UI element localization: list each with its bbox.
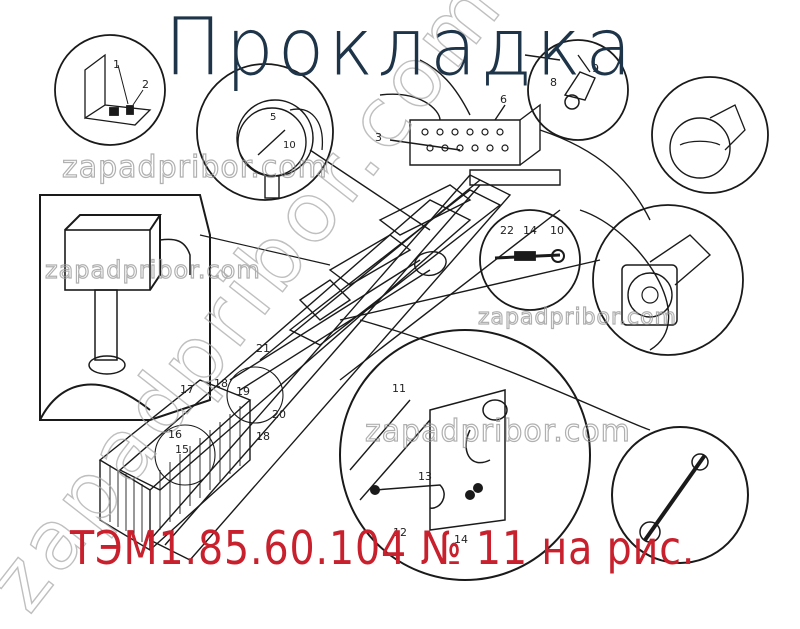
callout-label: 3 bbox=[375, 131, 382, 144]
callout-label: 1 bbox=[113, 58, 120, 71]
callout-label: 22 bbox=[500, 224, 514, 237]
detail-valve bbox=[611, 426, 749, 564]
callout-label: 11 bbox=[392, 382, 406, 395]
detail-fitting-top bbox=[479, 209, 581, 311]
detail-tube-assembly bbox=[339, 329, 591, 581]
detail-switch bbox=[527, 39, 629, 141]
callout-label: 20 bbox=[272, 408, 286, 421]
watermark: zapadpribor.com bbox=[477, 304, 677, 330]
callout-label: 8 bbox=[550, 76, 557, 89]
callout-label: 15 bbox=[175, 443, 189, 456]
callout-label: 16 bbox=[168, 428, 182, 441]
callout-label: 13 bbox=[418, 470, 432, 483]
page-title: Прокладка bbox=[164, 0, 636, 94]
technical-drawing bbox=[39, 34, 769, 581]
gauge-mark: 5 bbox=[270, 112, 277, 123]
watermark: zapadpribor.com bbox=[44, 255, 261, 284]
callout-label: 12 bbox=[393, 526, 407, 539]
callout-label: 18 bbox=[214, 377, 228, 390]
part-number-caption: ТЭМ1.85.60.104 № 11 на рис. bbox=[70, 521, 696, 575]
callout-label: 2 bbox=[142, 78, 149, 91]
callout-label: 21 bbox=[256, 342, 270, 355]
main-assembly bbox=[98, 54, 670, 561]
callout-label: 14 bbox=[523, 224, 537, 237]
callout-label: 17 bbox=[180, 383, 194, 396]
callout-label: 9 bbox=[592, 62, 599, 75]
detail-pressure-switch bbox=[39, 194, 211, 421]
callout-label: 6 bbox=[500, 93, 507, 106]
callout-label: 19 bbox=[236, 385, 250, 398]
callout-label: 14 bbox=[454, 533, 468, 546]
gauge-mark: 10 bbox=[283, 140, 296, 151]
watermark: zapadpribor.com bbox=[61, 149, 328, 185]
callout-label: 10 bbox=[550, 224, 564, 237]
callout-label: 18 bbox=[256, 430, 270, 443]
detail-pressure-gauge bbox=[196, 63, 334, 201]
diagram-stage: zapadpribor.com zapadpribor.com zapadpri… bbox=[0, 0, 769, 629]
watermark: zapadpribor.com bbox=[364, 413, 631, 449]
detail-bracket bbox=[54, 34, 166, 146]
detail-square-gauge bbox=[592, 204, 744, 356]
detail-dial-gauge bbox=[651, 76, 769, 194]
